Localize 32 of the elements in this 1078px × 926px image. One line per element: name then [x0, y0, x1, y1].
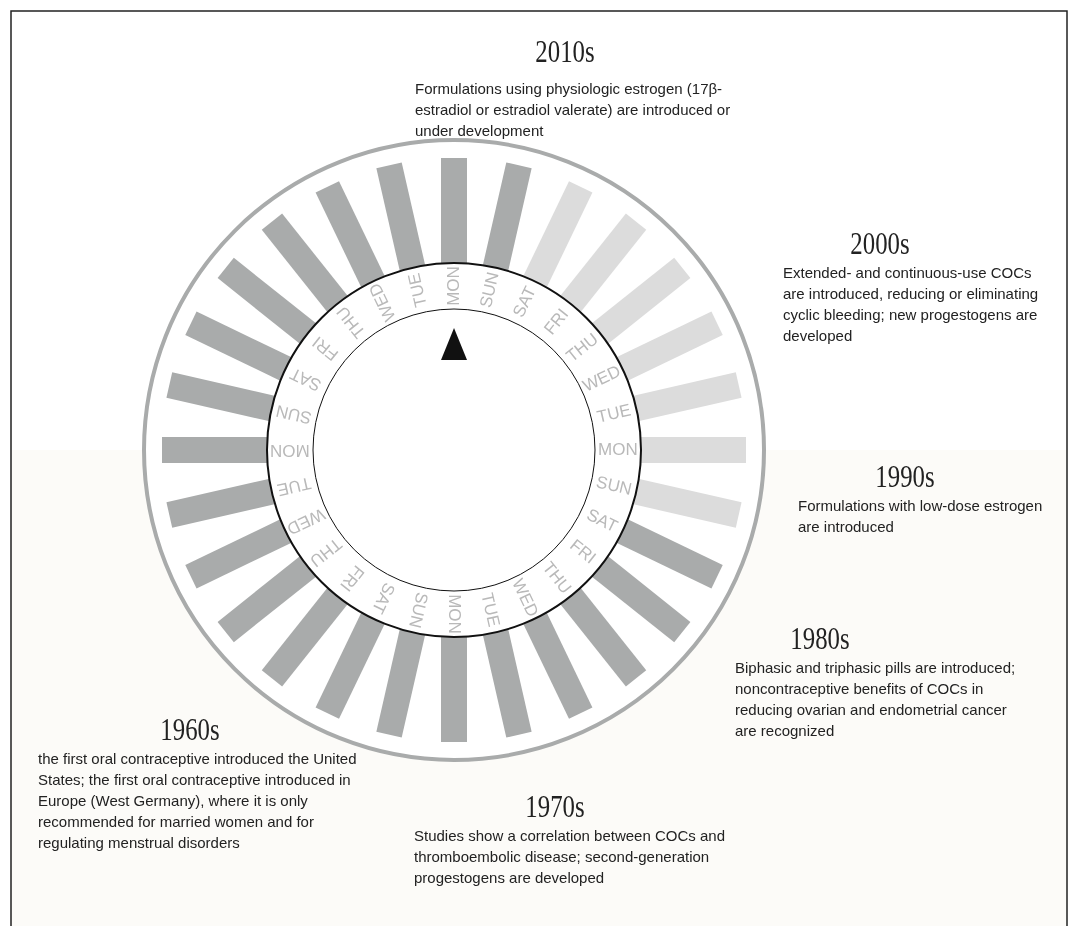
day-label: FRI	[309, 332, 343, 365]
day-label: TUE	[476, 591, 504, 629]
day-label: SAT	[366, 579, 399, 617]
day-label: FRI	[566, 535, 600, 568]
milestone-text: Extended- and continuous-use COCs are introduced, reducing or eliminating cyclic bleeding; new progestogens are developed	[783, 263, 1040, 346]
decade-heading: 1970s	[524, 789, 586, 825]
day-label: MON	[270, 440, 310, 460]
day-label: SAT	[583, 505, 621, 538]
day-label: SUN	[403, 590, 432, 630]
decade-heading: 1980s	[789, 621, 851, 657]
day-label: MON	[598, 440, 638, 460]
day-label: SUN	[476, 270, 505, 310]
day-label: TUE	[403, 271, 432, 309]
day-label: MON	[443, 594, 464, 634]
day-label: WED	[365, 280, 401, 325]
day-label: WED	[507, 575, 543, 620]
milestone-text: the first oral contraceptive introduced the United States; the first oral contraceptive introduced in Europe (West Germany), where it is only recommended for married women and for regulating menstrual disorders	[38, 749, 358, 853]
day-label: MON	[443, 266, 464, 306]
milestone-text: Biphasic and triphasic pills are introduced; noncontraceptive benefits of COCs in reducing ovarian and endometrial cancer are recognized	[735, 658, 1017, 741]
day-label: SUN	[274, 399, 314, 428]
day-label: SUN	[594, 472, 634, 501]
day-label: SAT	[287, 362, 325, 395]
decade-heading: 2000s	[849, 226, 911, 262]
milestone-text: Formulations with low-dose estrogen are introduced	[798, 496, 1044, 537]
decade-heading: 1960s	[159, 712, 221, 748]
milestone-text: Studies show a correlation between COCs and thromboembolic disease; second-generation progestogens are developed	[414, 826, 726, 888]
decade-heading: 1990s	[874, 459, 936, 495]
milestone-text: Formulations using physiologic estrogen (17β-estradiol or estradiol valerate) are introduced or under development	[415, 79, 732, 141]
decade-heading: 2010s	[534, 34, 596, 70]
day-label: TUE	[595, 399, 633, 428]
day-label: TUE	[275, 472, 313, 500]
day-label: SAT	[509, 283, 541, 321]
